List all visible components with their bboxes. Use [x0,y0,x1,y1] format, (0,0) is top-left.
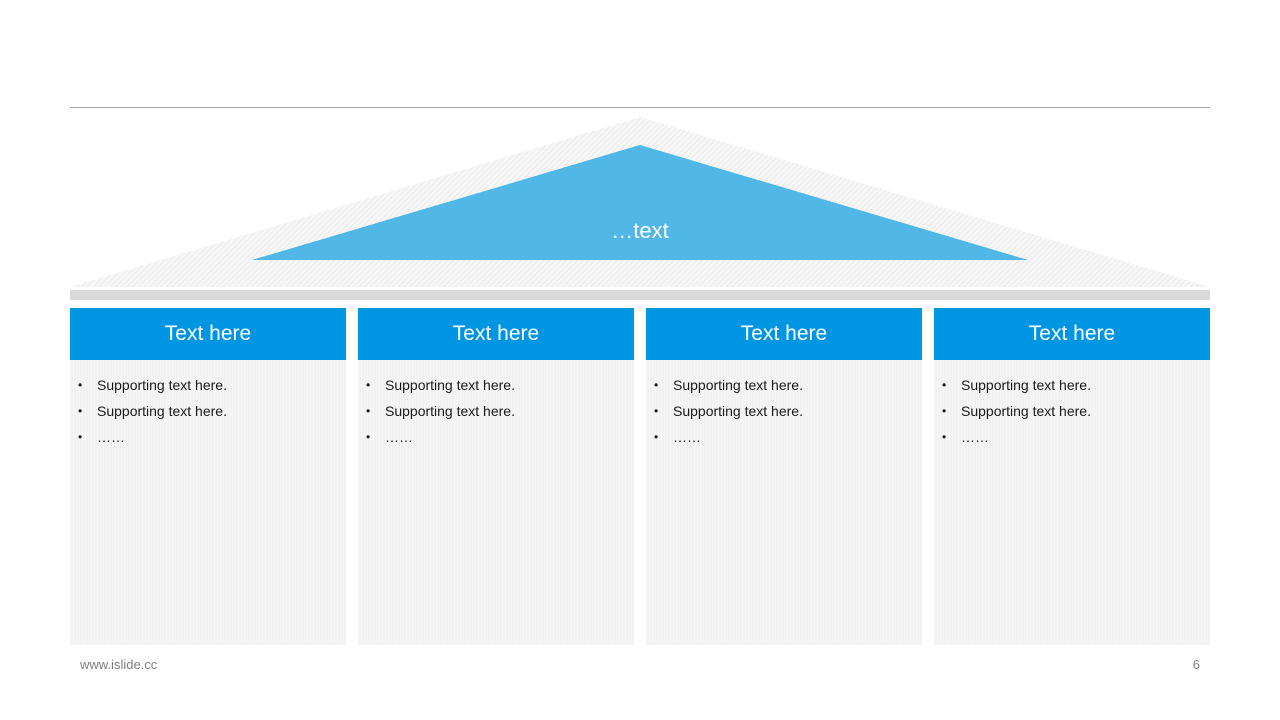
bullet-icon: • [366,378,371,392]
bullet-icon: • [366,404,371,418]
bullet-icon: • [366,430,371,444]
bullet-icon: • [942,404,947,418]
bullet-icon: • [78,404,83,418]
pillar-2-list: •Supporting text here. •Supporting text … [358,360,634,450]
bullet-icon: • [654,378,659,392]
pillar-3-title: Text here [646,308,922,360]
list-item: •…… [654,424,922,450]
pillar-2: Text here •Supporting text here. •Suppor… [358,308,634,645]
list-item: •…… [942,424,1210,450]
bullet-icon: • [78,378,83,392]
pillar-1-title: Text here [70,308,346,360]
pillar-2-title: Text here [358,308,634,360]
pillar-1: Text here •Supporting text here. •Suppor… [70,308,346,645]
list-item: •Supporting text here. [366,372,634,398]
list-item: •Supporting text here. [942,372,1210,398]
bullet-icon: • [78,430,83,444]
roof-beam [70,290,1210,300]
footer-url: www.islide.cc [80,657,158,672]
roof-inner-triangle [252,145,1028,260]
list-item: •Supporting text here. [654,372,922,398]
list-item: •Supporting text here. [366,398,634,424]
bullet-icon: • [942,378,947,392]
pillar-4: Text here •Supporting text here. •Suppor… [934,308,1210,645]
bullet-icon: • [942,430,947,444]
list-item: •…… [366,424,634,450]
page-number: 6 [1192,657,1200,672]
bullet-icon: • [654,430,659,444]
top-divider-line [70,107,1210,108]
list-item: •…… [78,424,346,450]
roof-label: …text [611,218,669,243]
pillar-4-list: •Supporting text here. •Supporting text … [934,360,1210,450]
pillar-1-list: •Supporting text here. •Supporting text … [70,360,346,450]
list-item: •Supporting text here. [78,372,346,398]
bullet-icon: • [654,404,659,418]
list-item: •Supporting text here. [654,398,922,424]
pillar-3-list: •Supporting text here. •Supporting text … [646,360,922,450]
pillar-4-title: Text here [934,308,1210,360]
roof-shape [70,117,1210,287]
pillar-3: Text here •Supporting text here. •Suppor… [646,308,922,645]
list-item: •Supporting text here. [942,398,1210,424]
list-item: •Supporting text here. [78,398,346,424]
